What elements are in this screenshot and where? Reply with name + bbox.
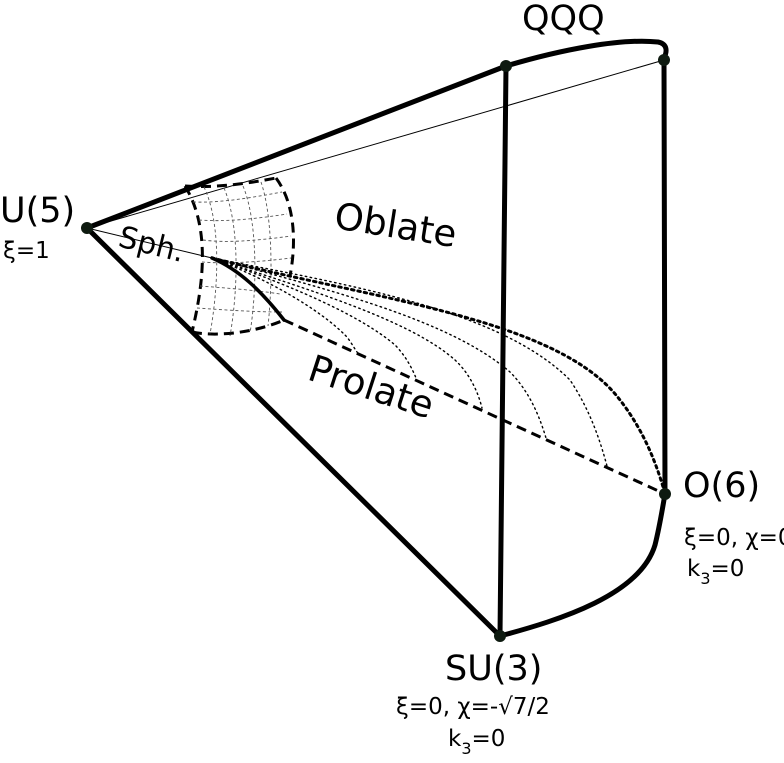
- sph-region-bottom-boundary: [191, 318, 285, 336]
- edge-u5-qqq-back: [86, 59, 665, 229]
- label-su3: SU(3): [445, 649, 542, 689]
- sph-region-right-boundary: [274, 177, 295, 277]
- edge-back-vertical: [661, 57, 668, 497]
- sph-region-left-boundary: [183, 185, 204, 333]
- vertex-qqq-back: [658, 54, 670, 66]
- label-region-oblate: Oblate: [332, 194, 460, 256]
- vertex-su3: [494, 630, 506, 642]
- label-o6-condition: ξ=0, χ=0: [684, 525, 784, 551]
- surface-line-1: [211, 257, 608, 467]
- label-o6: O(6): [683, 466, 760, 506]
- edge-u5-qqq-front: [84, 63, 509, 231]
- prolate-inner-curve: [210, 256, 286, 322]
- edge-front-vertical: [497, 63, 509, 639]
- surface-line-3: [211, 257, 483, 409]
- surface-line-2: [211, 257, 547, 439]
- vertex-u5: [81, 222, 93, 234]
- label-u5-condition: ξ=1: [3, 238, 50, 264]
- label-o6-k3: k3=0: [687, 556, 744, 588]
- label-qqq: QQQ: [522, 0, 605, 39]
- edge-su3-o6-arc: [497, 491, 668, 639]
- edge-u5-su3: [84, 225, 503, 639]
- label-region-prolate: Prolate: [303, 347, 439, 428]
- vertex-qqq-front: [500, 60, 512, 72]
- surface-line-4: [211, 257, 417, 379]
- label-region-spherical: Sph.: [115, 220, 188, 270]
- prolate-boundary-dashed: [283, 318, 666, 496]
- vertex-o6: [659, 488, 671, 500]
- label-u5: U(5): [0, 191, 75, 231]
- edge-u5-inner-thin: [86, 227, 213, 259]
- edge-qqq-top-arc: [503, 38, 669, 69]
- surface-line-5: [211, 257, 358, 353]
- label-su3-condition: ξ=0, χ=-√7/2: [396, 694, 550, 720]
- oblate-boundary-dotted: [210, 256, 667, 496]
- sph-region-top-boundary: [184, 176, 277, 189]
- label-su3-k3: k3=0: [448, 726, 505, 758]
